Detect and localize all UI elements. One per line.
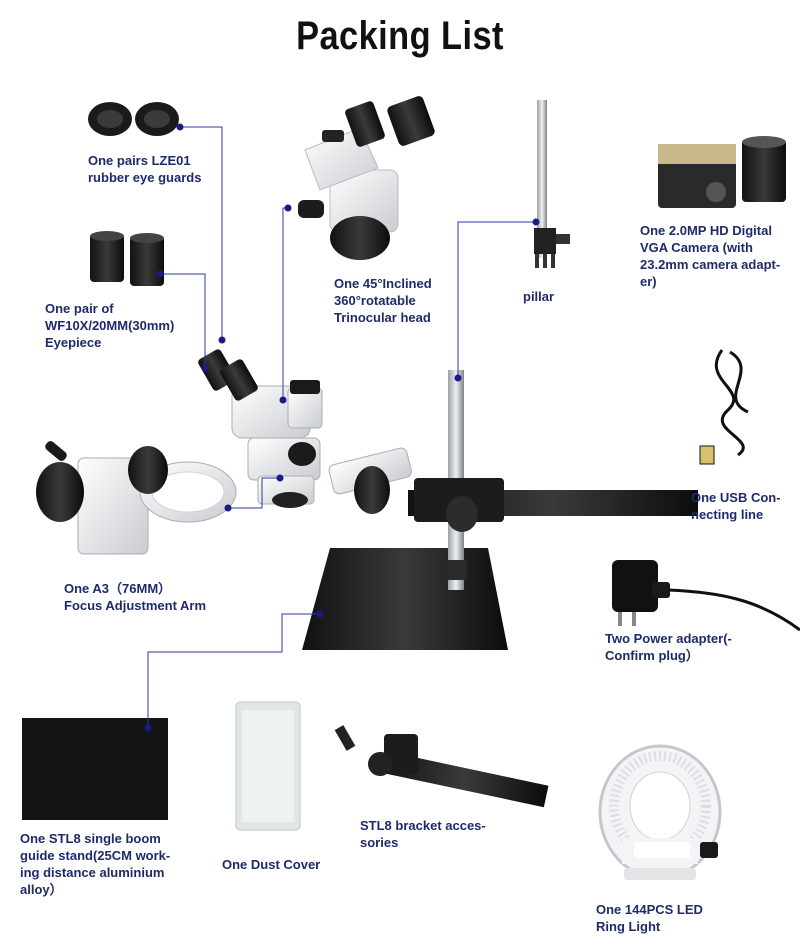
bracket-icon	[334, 725, 549, 808]
label-eyepiece: One pair of WF10X/20MM(30mm) Eyepiece	[45, 301, 175, 350]
leader-dots	[144, 123, 540, 732]
page-title: Packing List	[296, 14, 504, 58]
label-camera: One 2.0MP HD Digital VGA Camera (with 23…	[640, 223, 781, 289]
microscope-assembly-icon	[198, 349, 698, 650]
usb-cable-icon	[699, 349, 749, 465]
label-usb: One USB Con- necting line	[691, 490, 781, 522]
label-bracket: STL8 bracket acces- sories	[360, 818, 486, 850]
pillar-icon	[534, 100, 570, 268]
label-power-adapter: Two Power adapter(- Confirm plug）	[605, 631, 732, 663]
power-adapter-icon	[612, 560, 800, 632]
label-eye-guards: One pairs LZE01 rubber eye guards	[88, 153, 202, 185]
label-pillar: pillar	[523, 289, 555, 304]
label-focus-arm: One A3（76MM） Focus Adjustment Arm	[64, 581, 207, 613]
base-plate-icon	[22, 718, 168, 820]
rubber-eye-guard-icon	[88, 102, 179, 136]
label-trinocular-head: One 45°Inclined 360°rotatable Trinocular…	[334, 276, 432, 325]
label-dust-cover: One Dust Cover	[222, 857, 321, 872]
dust-cover-icon	[235, 701, 301, 831]
camera-icon	[658, 136, 786, 208]
eyepiece-icon	[90, 231, 164, 286]
trinocular-head-icon	[298, 96, 435, 260]
label-led-ring-light: One 144PCS LED Ring Light	[596, 902, 703, 934]
focus-arm-icon	[36, 441, 237, 555]
label-guide-stand: One STL8 single boom guide stand(25CM wo…	[20, 831, 171, 897]
led-ring-light-icon	[598, 744, 722, 880]
leader-lines	[147, 126, 536, 728]
